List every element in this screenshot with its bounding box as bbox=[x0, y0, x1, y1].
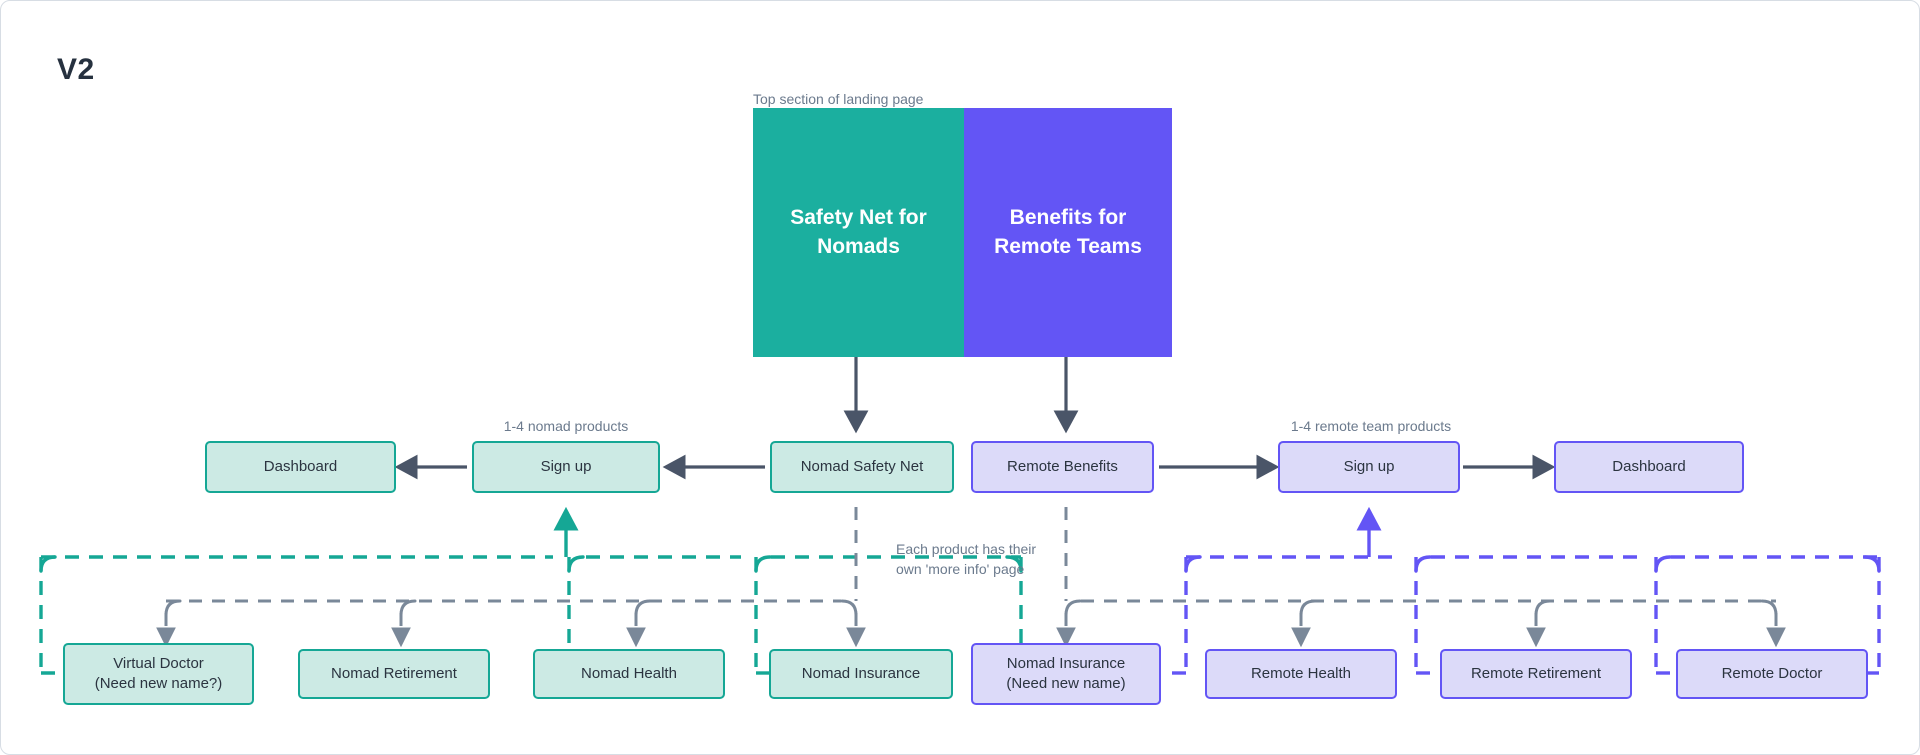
caption-remote-products: 1-4 remote team products bbox=[1290, 418, 1452, 434]
node-label: Remote Benefits bbox=[1007, 458, 1118, 476]
hero-benefits-for-remote-teams[interactable]: Benefits for Remote Teams bbox=[964, 108, 1172, 357]
node-virtual-doctor[interactable]: Virtual Doctor (Need new name?) bbox=[63, 643, 254, 705]
node-label: Remote Doctor bbox=[1721, 665, 1823, 683]
page-title: V2 bbox=[57, 53, 95, 86]
node-label: Virtual Doctor (Need new name?) bbox=[94, 655, 223, 692]
node-label: Sign up bbox=[540, 458, 592, 476]
edge-nomad-more-info-corners bbox=[164, 599, 858, 617]
node-label: Dashboard bbox=[1612, 458, 1686, 476]
node-label: Nomad Insurance (Need new name) bbox=[1006, 655, 1126, 692]
edge-nomad-more-info-heads bbox=[156, 627, 866, 648]
node-label: Nomad Health bbox=[581, 665, 677, 683]
caption-top-section: Top section of landing page bbox=[753, 91, 924, 107]
node-nomad-safety-net[interactable]: Nomad Safety Net bbox=[770, 441, 954, 493]
edge-remote-more-info-corners bbox=[1064, 599, 1778, 617]
node-remote-dashboard[interactable]: Dashboard bbox=[1554, 441, 1744, 493]
edge-nomad-more-info-bus bbox=[164, 507, 858, 639]
node-label: Dashboard bbox=[263, 458, 338, 476]
node-label: Remote Retirement bbox=[1470, 665, 1602, 683]
hero-left-label: Safety Net for Nomads bbox=[790, 206, 927, 258]
caption-nomad-products: 1-4 nomad products bbox=[503, 418, 629, 434]
node-nomad-signup[interactable]: Sign up bbox=[472, 441, 660, 493]
node-label: Sign up bbox=[1343, 458, 1395, 476]
node-nomad-retirement[interactable]: Nomad Retirement bbox=[298, 649, 490, 699]
hero-right-label: Benefits for Remote Teams bbox=[994, 206, 1142, 258]
node-label: Nomad Retirement bbox=[331, 665, 457, 683]
hero-safety-net-for-nomads[interactable]: Safety Net for Nomads bbox=[753, 108, 964, 357]
node-nomad-insurance-remote[interactable]: Nomad Insurance (Need new name) bbox=[971, 643, 1161, 705]
caption-more-info: Each product has their own 'more info' p… bbox=[896, 541, 1037, 578]
node-remote-signup[interactable]: Sign up bbox=[1278, 441, 1460, 493]
node-remote-benefits[interactable]: Remote Benefits bbox=[971, 441, 1154, 493]
node-label: Remote Health bbox=[1250, 665, 1352, 683]
node-nomad-insurance[interactable]: Nomad Insurance bbox=[769, 649, 953, 699]
node-remote-retirement[interactable]: Remote Retirement bbox=[1440, 649, 1632, 699]
node-label: Nomad Safety Net bbox=[800, 458, 924, 476]
edge-remote-bus-corners bbox=[1184, 555, 1881, 573]
node-label: Nomad Insurance bbox=[801, 665, 921, 683]
node-nomad-dashboard[interactable]: Dashboard bbox=[205, 441, 396, 493]
node-nomad-health[interactable]: Nomad Health bbox=[533, 649, 725, 699]
edge-nomad-bus-corners bbox=[39, 555, 1023, 573]
edge-remote-more-info-heads bbox=[1056, 627, 1786, 648]
node-remote-health[interactable]: Remote Health bbox=[1205, 649, 1397, 699]
edge-remote-more-info-bus bbox=[1064, 507, 1778, 639]
node-remote-doctor[interactable]: Remote Doctor bbox=[1676, 649, 1868, 699]
